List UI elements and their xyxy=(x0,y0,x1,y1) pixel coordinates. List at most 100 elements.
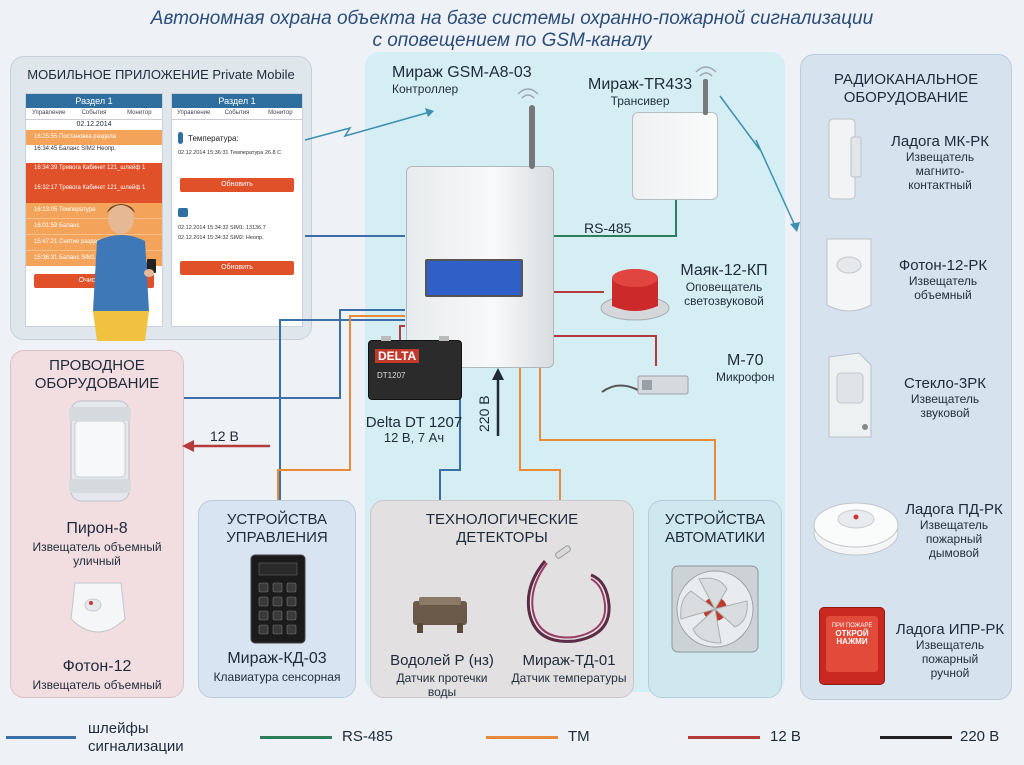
legend-label-12v: 12 В xyxy=(770,728,801,745)
v12-label: 12 В xyxy=(210,428,239,444)
keypad-key xyxy=(272,610,283,621)
vodoley-name: Водолей Р (нз) xyxy=(390,652,494,669)
keypad-key xyxy=(286,610,297,621)
mobile-app-panel: МОБИЛЬНОЕ ПРИЛОЖЕНИЕ Private Mobile Разд… xyxy=(10,56,312,341)
ipr-text-2: ОТКРОЙ xyxy=(835,629,869,638)
smoke-detector xyxy=(813,502,899,556)
battery-brand: DELTA xyxy=(375,349,420,363)
tm-line-2 xyxy=(519,368,561,500)
battery-delta: DELTA DT1207 xyxy=(368,336,462,400)
screen-header: Раздел 1 xyxy=(172,94,302,108)
tab-control[interactable]: Управление xyxy=(31,110,66,116)
controller-antenna xyxy=(529,105,535,169)
radio-item-5-text: Ладога ИПР-РК Извещатель пожарный ручной xyxy=(895,621,1005,680)
tab-monitor[interactable]: Монитор xyxy=(268,110,293,116)
piron-8-name: Пирон-8 xyxy=(66,520,128,537)
event-row[interactable]: 16:25:55 Постановка раздела xyxy=(26,130,162,145)
touch-keypad xyxy=(250,554,306,644)
cooling-fan xyxy=(671,565,759,653)
keypad-key xyxy=(272,596,283,607)
radio-item-3-text: Стекло-3РК Извещатель звуковой xyxy=(904,375,986,420)
tm-line-1 xyxy=(277,315,405,500)
sim-line-1: 02.12.2014 15:34:32 SIM1: 13136.7 xyxy=(178,225,266,231)
v220-label: 220 В xyxy=(476,395,492,432)
blue-loop-tech xyxy=(439,360,461,500)
ipr-text-3: НАЖМИ xyxy=(836,637,868,646)
tab-control[interactable]: Управление xyxy=(176,110,211,116)
event-row[interactable]: 16:32:17 Тревога Кабинет 121_шлейф 1 xyxy=(26,183,162,203)
title-line-2: с оповещением по GSM-каналу xyxy=(372,30,652,51)
kd-03-desc: Клавиатура сенсорная xyxy=(213,670,341,684)
tab-events[interactable]: События xyxy=(224,110,250,116)
screen-header: Раздел 1 xyxy=(26,94,162,108)
keypad-key xyxy=(286,582,297,593)
glass-break-sensor xyxy=(828,352,872,438)
sim-line-2: 02.12.2014 15:34:32 SIM2: Неопр. xyxy=(178,235,264,241)
transceiver-device xyxy=(632,79,718,200)
legend-line-220v xyxy=(880,736,952,739)
keypad-key xyxy=(286,624,297,635)
sim-card-icon xyxy=(178,208,188,217)
temperature-title: Температура: xyxy=(188,133,239,143)
legend-label-tm: ТМ xyxy=(568,728,590,745)
thermometer-icon xyxy=(178,132,183,144)
events-date: 02.12.2014 xyxy=(76,121,112,128)
tm-line-3 xyxy=(539,360,716,500)
keypad-key xyxy=(272,582,283,593)
blue-loop-control xyxy=(279,319,405,500)
foton-12-desc: Извещатель объемный xyxy=(32,678,162,692)
kd-03-name: Мираж-КД-03 xyxy=(227,650,327,667)
legend-label-220v: 220 В xyxy=(960,728,1000,745)
gsm-controller xyxy=(406,105,554,368)
phone-screen-right: Раздел 1 Управление События Монитор Темп… xyxy=(171,93,303,327)
tab-monitor[interactable]: Монитор xyxy=(127,110,152,116)
blue-loop-wired xyxy=(184,309,405,399)
page-title: Автономная охрана объекта на базе систем… xyxy=(0,8,1024,52)
mayak-label: Маяк-12-КП Оповещатель светозвуковой xyxy=(680,262,768,308)
keypad-key xyxy=(258,610,269,621)
td-01-name: Мираж-ТД-01 xyxy=(522,652,616,669)
tab-events[interactable]: События xyxy=(81,110,107,116)
radio-item-4-text: Ладога ПД-РК Извещатель пожарный дымовой xyxy=(905,501,1003,560)
foton-12-sensor xyxy=(70,582,126,633)
keypad-key xyxy=(258,596,269,607)
v220-arrow xyxy=(492,368,504,380)
v12-arrow xyxy=(182,440,194,452)
event-row[interactable]: 16:34:39 Тревога Кабинет 121_шлейф 1 xyxy=(26,163,162,183)
v12-line-battery xyxy=(399,325,405,340)
keypad-key xyxy=(286,596,297,607)
temperature-sensor-cable xyxy=(526,545,611,643)
transceiver-label: Мираж-TR433 Трансивер xyxy=(588,76,693,108)
legend-line-loops xyxy=(6,736,76,739)
ipr-text-1: ПРИ ПОЖАРЕ xyxy=(831,623,873,629)
mobile-app-heading: МОБИЛЬНОЕ ПРИЛОЖЕНИЕ Private Mobile xyxy=(27,67,295,82)
piron-8-sensor xyxy=(69,400,131,502)
battery-label: Delta DT 1207 12 В, 7 Ач xyxy=(365,414,463,445)
rs485-line xyxy=(550,196,677,237)
event-row[interactable]: 16:34:45 Баланс SIM2 Неопр. xyxy=(26,145,162,163)
refresh-button-1[interactable]: Обновить xyxy=(180,178,294,192)
keypad-key xyxy=(272,624,283,635)
rs485-label: RS-485 xyxy=(584,220,632,236)
person-with-phone-illustration xyxy=(93,204,156,341)
battery-model: DT1207 xyxy=(377,371,406,380)
temperature-line: 02.12.2014 15:36:31 Температура 26.8 С xyxy=(178,150,282,156)
legend-line-tm xyxy=(486,736,558,739)
v12-line-m70 xyxy=(550,335,657,366)
manual-fire-call-point: ПРИ ПОЖАРЕ ОТКРОЙ НАЖМИ xyxy=(819,607,885,685)
legend-line-rs485 xyxy=(260,736,332,739)
m70-label: М-70 Микрофон xyxy=(716,352,775,384)
magnetic-contact-sensor xyxy=(828,118,862,200)
refresh-button-2[interactable]: Обновить xyxy=(180,261,294,275)
radio-link-transceiver xyxy=(719,95,797,229)
radio-item-2-text: Фотон-12-РК Извещатель объемный xyxy=(898,257,988,302)
